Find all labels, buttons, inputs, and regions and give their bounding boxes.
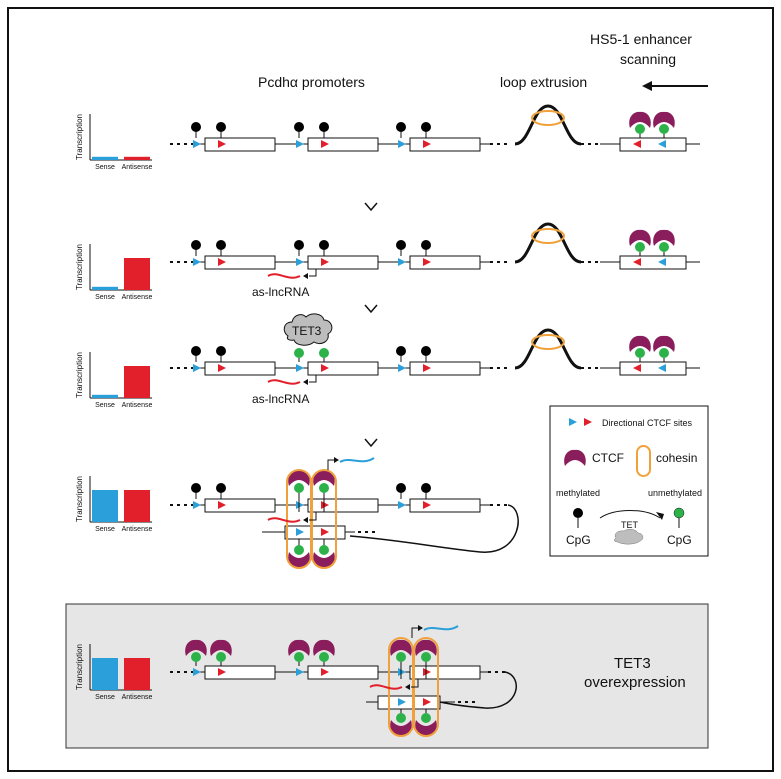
chart-ylabel: Transcription: [75, 644, 84, 690]
row-3: TET3 as-lncRNA: [170, 313, 700, 406]
bar-sense: [92, 286, 118, 290]
transcription-chart-2: Sense Antisense Transcription: [75, 244, 152, 301]
outer-frame: [7, 7, 774, 772]
category-label: Sense: [95, 164, 115, 171]
row-4: [170, 457, 519, 569]
bar-antisense: [124, 366, 150, 398]
transcription-chart-1: Sense Antisense Transcription: [75, 114, 152, 171]
legend-ctcf-sites: Directional CTCF sites: [602, 418, 693, 428]
chart-ylabel: Transcription: [75, 114, 84, 160]
category-label: Antisense: [122, 402, 153, 409]
promoters-label: Pcdhα promoters: [258, 74, 365, 90]
bar-antisense: [124, 658, 150, 690]
methylated-cpg-icon: [573, 508, 583, 528]
category-label: Antisense: [122, 526, 153, 533]
row-2: as-lncRNA: [170, 222, 700, 299]
legend-cpg-left: CpG: [566, 533, 591, 547]
transcription-chart-4: Sense Antisense Transcription: [75, 476, 152, 533]
legend-methylated: methylated: [556, 488, 600, 498]
chart-ylabel: Transcription: [75, 244, 84, 290]
category-label: Sense: [95, 694, 115, 701]
legend-box: Directional CTCF sites CTCF cohesin meth…: [549, 405, 709, 557]
scanning-label: scanning: [620, 51, 676, 67]
chart-ylabel: Transcription: [75, 476, 84, 522]
enhancer-label: HS5-1 enhancer: [590, 31, 692, 47]
bar-sense: [92, 658, 118, 690]
tet3-enzyme: [283, 313, 333, 346]
legend-cohesin: cohesin: [656, 451, 697, 465]
ctcf-sites-icon: [569, 418, 592, 426]
legend-unmethylated: unmethylated: [648, 488, 702, 498]
category-label: Antisense: [122, 294, 153, 301]
row-1: [170, 104, 700, 152]
row-5: TET3 overexpression: [170, 625, 686, 737]
category-label: Sense: [95, 402, 115, 409]
loop-extrusion-label: loop extrusion: [500, 74, 587, 90]
category-label: Sense: [95, 526, 115, 533]
transition-chevron-2: [364, 304, 378, 314]
category-label: Sense: [95, 294, 115, 301]
bar-antisense: [124, 490, 150, 522]
bar-sense: [92, 156, 118, 160]
unmethylated-cpg-icon: [673, 507, 685, 528]
bar-sense: [92, 394, 118, 398]
category-label: Antisense: [122, 694, 153, 701]
bar-sense: [92, 490, 118, 522]
bar-antisense: [124, 156, 150, 160]
tet-enzyme-icon: [614, 529, 644, 545]
overexpression-line2: overexpression: [584, 674, 686, 691]
as-lncrna-label-row2: as-lncRNA: [252, 285, 309, 299]
tet3-label: TET3: [292, 324, 322, 338]
scanning-arrow: [642, 81, 708, 91]
transition-chevron-1: [364, 202, 378, 212]
overexpression-line1: TET3: [614, 655, 651, 672]
legend-ctcf: CTCF: [592, 451, 624, 465]
legend-tet: TET: [621, 520, 639, 530]
overexpression-panel: [65, 603, 709, 749]
cohesin-icon: [636, 445, 651, 477]
tet-conversion-arrow: [599, 510, 664, 520]
bar-antisense: [124, 258, 150, 290]
category-label: Antisense: [122, 164, 153, 171]
as-lncrna-label-row3: as-lncRNA: [252, 392, 309, 406]
transcription-chart-5: Sense Antisense Transcription: [75, 644, 152, 701]
legend-cpg-right: CpG: [667, 533, 692, 547]
transcription-chart-3: Sense Antisense Transcription: [75, 352, 152, 409]
chart-ylabel: Transcription: [75, 352, 84, 398]
transition-chevron-3: [364, 438, 378, 448]
